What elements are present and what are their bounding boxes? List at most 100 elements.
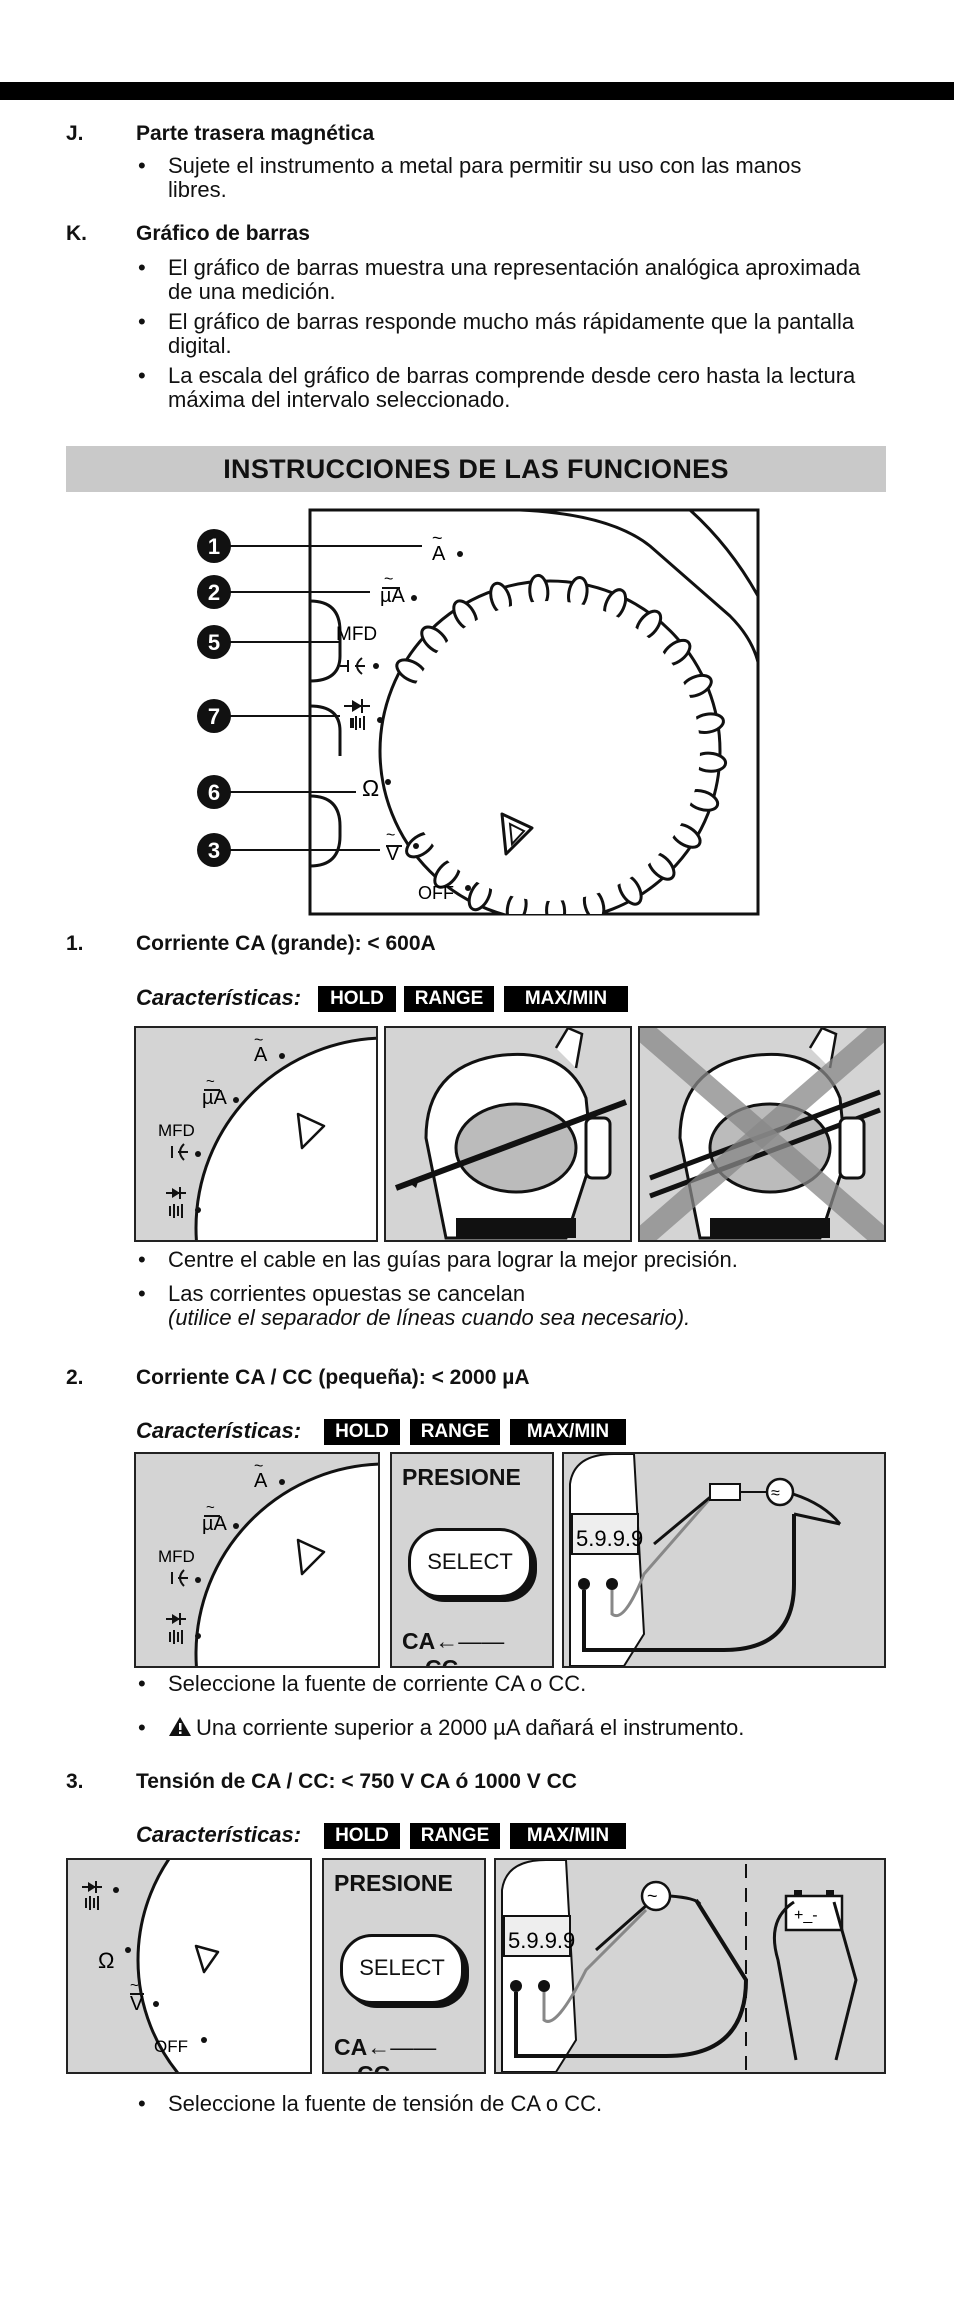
- section-number-1: 1.: [66, 932, 84, 955]
- callout-number: 7: [208, 704, 220, 729]
- svg-text:~: ~: [647, 1886, 658, 1906]
- tag-hold: HOLD: [324, 1419, 400, 1445]
- callout-number: 6: [208, 780, 220, 805]
- callout-badge: [197, 775, 231, 809]
- warning-icon: [169, 1717, 191, 1736]
- bullet-line: libres.: [168, 177, 227, 202]
- press-select-panel: PRESIONE SELECT CA←——→CC: [322, 1858, 486, 2074]
- banner-title: INSTRUCCIONES DE LAS FUNCIONES: [223, 454, 729, 484]
- section-title-2: Corriente CA / CC (pequeña): < 2000 µA: [136, 1366, 530, 1389]
- tag-maxmin: MAX/MIN: [510, 1823, 626, 1849]
- list-item: •Las corrientes opuestas se cancelan(uti…: [138, 1281, 691, 1330]
- tag-range: RANGE: [404, 986, 494, 1012]
- section-banner: INSTRUCCIONES DE LAS FUNCIONES: [66, 446, 886, 492]
- svg-text:~: ~: [386, 827, 395, 844]
- bullet-line: digital.: [168, 333, 232, 358]
- list-item: • Sujete el instrumento a metal para per…: [138, 153, 802, 202]
- callout-badge: [197, 625, 231, 659]
- tag-range: RANGE: [410, 1419, 500, 1445]
- callout-number: 1: [208, 534, 220, 559]
- dial-label-off: OFF: [418, 883, 454, 903]
- dial-label-v: V: [386, 843, 400, 865]
- dial-diagram: A ~ µA ~ MFD Ω V ~ OFF 1 2 5 7 6 3: [190, 506, 770, 918]
- section-title-1: Corriente CA (grande): < 600A: [136, 932, 436, 955]
- press-label: PRESIONE: [334, 1870, 453, 1896]
- features-label: Características:: [136, 1418, 302, 1443]
- dial-zoom-panel: A~ µA~ MFD: [134, 1452, 380, 1668]
- svg-text:~: ~: [130, 1977, 139, 1994]
- svg-text:A: A: [254, 1044, 268, 1066]
- meter-icon: 5.9.9.9 ≈: [569, 1454, 842, 1666]
- clamp-icon: [394, 1028, 628, 1240]
- dial-zoom-panel: Ω V~ OFF: [66, 1858, 312, 2074]
- svg-text:µA: µA: [202, 1513, 228, 1535]
- clamp-correct-panel: [384, 1026, 632, 1242]
- meter-circuit-panel: 5.9.9.9 ≈: [562, 1452, 886, 1668]
- svg-text:≈: ≈: [771, 1485, 780, 1502]
- section-letter-j: J.: [66, 122, 84, 145]
- bullet-line: El gráfico de barras muestra una represe…: [168, 255, 861, 280]
- list-item: • El gráfico de barras muestra una repre…: [138, 255, 861, 304]
- section-number-3: 3.: [66, 1770, 84, 1793]
- dial-label-mfd: MFD: [336, 624, 377, 645]
- features-label: Características:: [136, 985, 302, 1010]
- section-title-k: Gráfico de barras: [136, 222, 310, 245]
- tag-hold: HOLD: [324, 1823, 400, 1849]
- bullet-line: máxima del intervalo seleccionado.: [168, 387, 511, 412]
- section-number-2: 2.: [66, 1366, 84, 1389]
- callout-number: 2: [208, 580, 220, 605]
- bullet-line: Sujete el instrumento a metal para permi…: [168, 153, 802, 178]
- meter-display: 5.9.9.9: [508, 1928, 575, 1953]
- continuity-icon: [350, 716, 365, 730]
- press-label: PRESIONE: [402, 1464, 521, 1490]
- dial-zoom-panel: A~ µA~ MFD: [134, 1026, 378, 1242]
- tag-hold: HOLD: [318, 986, 396, 1012]
- ca-cc-toggle: CA←——→CC: [334, 2034, 437, 2074]
- tag-maxmin: MAX/MIN: [510, 1419, 626, 1445]
- svg-text:A: A: [254, 1470, 268, 1492]
- section-letter-k: K.: [66, 222, 87, 245]
- svg-text:~: ~: [432, 528, 443, 548]
- features-label: Características:: [136, 1822, 302, 1847]
- ac-source-icon: ≈: [765, 1477, 795, 1507]
- tag-maxmin: MAX/MIN: [504, 986, 628, 1012]
- callout-number: 5: [208, 630, 220, 655]
- meter-circuit-panel: 5.9.9.9 ~ +_-: [494, 1858, 886, 2074]
- battery-icon: +_-: [784, 1890, 844, 1932]
- dial-label-a: A: [432, 543, 446, 565]
- callout-badge: [197, 699, 231, 733]
- svg-text:+_-: +_-: [794, 1907, 818, 1924]
- callout-badge: [197, 529, 231, 563]
- dial-label-ohm: Ω: [362, 775, 379, 801]
- select-label: SELECT: [359, 1955, 445, 1980]
- section-title-j: Parte trasera magnética: [136, 122, 375, 145]
- bullet-line: La escala del gráfico de barras comprend…: [168, 363, 856, 388]
- svg-text:V: V: [130, 1993, 144, 2015]
- callout-number: 3: [208, 838, 220, 863]
- tag-range: RANGE: [410, 1823, 500, 1849]
- ac-source-icon: ~: [640, 1880, 672, 1912]
- select-button[interactable]: SELECT: [408, 1528, 532, 1598]
- svg-text:~: ~: [254, 1458, 263, 1475]
- svg-text:Ω: Ω: [98, 1948, 114, 1973]
- press-select-panel: PRESIONE SELECT CA←——→CC: [390, 1452, 554, 1668]
- svg-text:~: ~: [384, 571, 393, 588]
- clamp-incorrect-panel: [638, 1026, 886, 1242]
- dial-label-ua: µA: [380, 585, 406, 607]
- callout-badge: [197, 833, 231, 867]
- list-item: • El gráfico de barras responde mucho má…: [138, 309, 855, 358]
- svg-text:~: ~: [206, 1073, 215, 1090]
- top-rule: [0, 82, 954, 100]
- svg-text:OFF: OFF: [154, 2037, 188, 2056]
- meter-display: 5.9.9.9: [576, 1526, 643, 1551]
- section-title-3: Tensión de CA / CC: < 750 V CA ó 1000 V …: [136, 1770, 577, 1793]
- select-button[interactable]: SELECT: [340, 1934, 464, 2004]
- list-item: • La escala del gráfico de barras compre…: [138, 363, 856, 412]
- svg-text:~: ~: [206, 1499, 215, 1516]
- ca-cc-toggle: CA←——→CC: [402, 1628, 505, 1668]
- select-label: SELECT: [427, 1549, 513, 1574]
- svg-text:MFD: MFD: [158, 1547, 195, 1566]
- bullet-line: El gráfico de barras responde mucho más …: [168, 309, 855, 334]
- svg-text:~: ~: [254, 1032, 263, 1049]
- svg-text:µA: µA: [202, 1087, 228, 1109]
